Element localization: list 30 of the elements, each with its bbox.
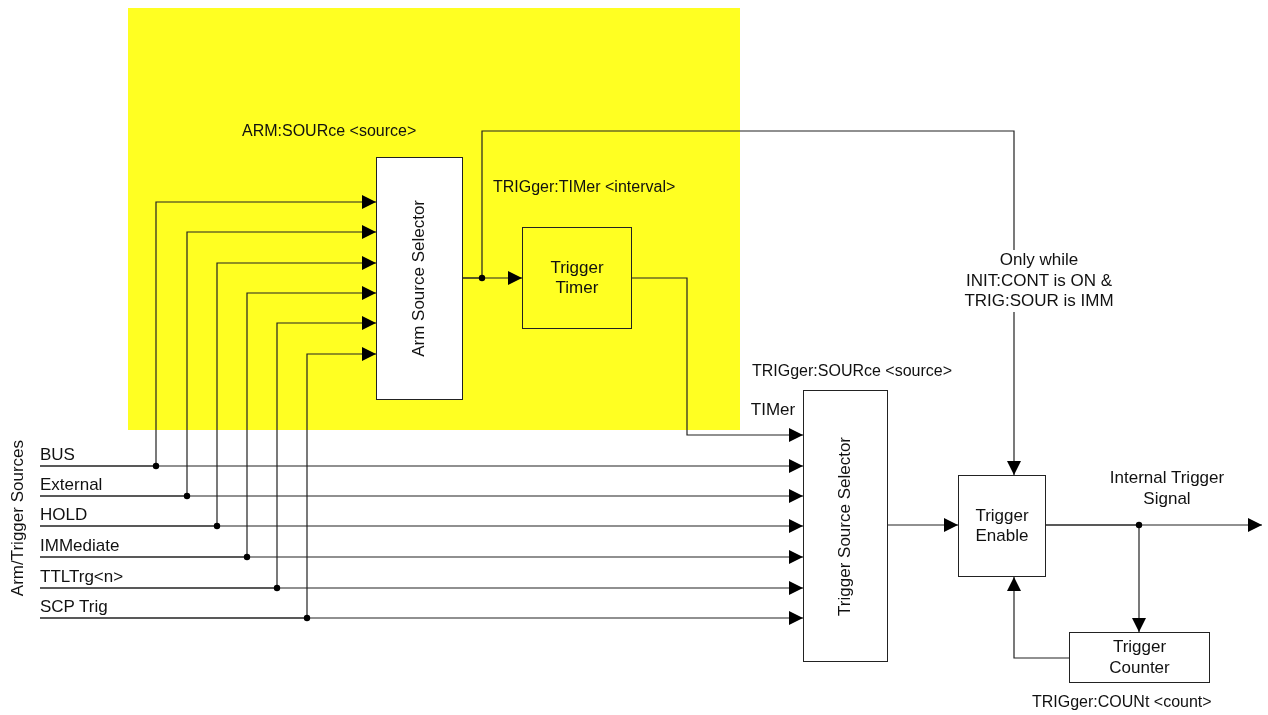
command-label: TRIGger:SOURce <source>: [752, 362, 953, 380]
edge-label: TIMer: [749, 400, 797, 421]
source-label: TTLTrg<n>: [40, 568, 140, 587]
command-label: TRIGger:COUNt <count>: [1032, 693, 1212, 711]
process-box: Trigger Counter: [1069, 632, 1210, 683]
source-label: External: [40, 476, 140, 495]
process-box: Trigger Enable: [958, 475, 1046, 577]
command-label: TRIGger:TIMer <interval>: [493, 178, 676, 196]
selector-box: Arm Source Selector: [376, 157, 463, 400]
connector-arrow: [39, 195, 377, 467]
connector-arrow: [631, 277, 804, 442]
edge-label: Only while INIT:CONT is ON & TRIG:SOUR is IMM: [964, 250, 1114, 313]
connector-arrow: [887, 518, 959, 532]
connector-arrow: [1007, 576, 1070, 659]
connector-arrow: [1045, 524, 1146, 633]
connector-arrow: [39, 347, 377, 619]
connector-arrow: [39, 256, 377, 527]
source-label: HOLD: [40, 506, 140, 525]
source-label: SCP Trig: [40, 598, 140, 617]
highlight-panel: [128, 8, 740, 430]
source-label: IMMediate: [40, 537, 140, 556]
selector-box: Trigger Source Selector: [803, 390, 888, 662]
command-label: ARM:SOURce <source>: [242, 122, 417, 140]
group-label: Arm/Trigger Sources: [8, 440, 28, 597]
source-label: BUS: [40, 446, 140, 465]
connector-arrow: [39, 225, 377, 497]
connector-arrow: [462, 130, 1021, 476]
process-box: Trigger Timer: [522, 227, 632, 329]
connector-arrow: [39, 316, 377, 589]
connector-arrow: [39, 286, 377, 558]
